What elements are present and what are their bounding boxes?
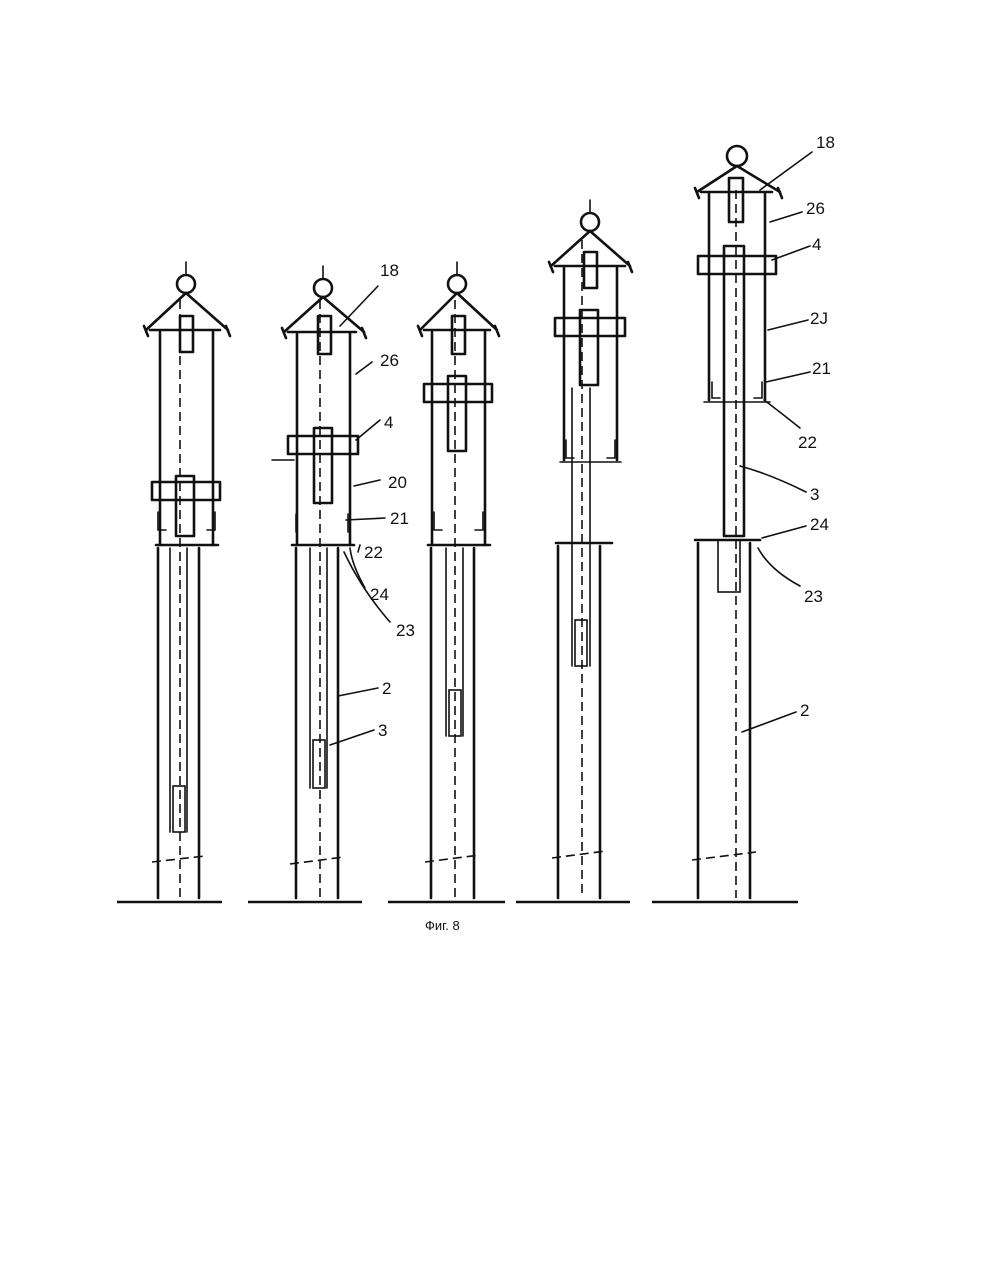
label-3: 3: [378, 721, 387, 740]
clamp-ring: [152, 482, 220, 500]
sling: [146, 293, 228, 330]
lifting-hook: [727, 146, 747, 166]
label-22: 22: [798, 433, 817, 452]
label-26: 26: [380, 351, 399, 370]
assembly-3: [388, 262, 505, 902]
sling: [551, 231, 630, 266]
clamp-ring: [288, 436, 358, 454]
label-20: 2J: [810, 309, 828, 328]
label-4: 4: [812, 235, 821, 254]
label-21: 21: [390, 509, 409, 528]
label-2: 2: [382, 679, 391, 698]
label-18: 18: [380, 261, 399, 280]
label-24: 24: [810, 515, 829, 534]
label-20: 20: [388, 473, 407, 492]
lifting-hook: [177, 275, 195, 293]
label-4: 4: [384, 413, 393, 432]
assembly-2: [248, 266, 390, 902]
lifting-hook: [448, 275, 466, 293]
label-23: 23: [396, 621, 415, 640]
label-23: 23: [804, 587, 823, 606]
clamp-ring: [555, 318, 625, 336]
sling: [420, 293, 497, 330]
assembly-1: [117, 262, 230, 902]
lifting-hook: [581, 213, 599, 231]
label-26: 26: [806, 199, 825, 218]
clamp-ring: [424, 384, 492, 402]
label-2: 2: [800, 701, 809, 720]
assembly-4: [516, 200, 632, 902]
label-3: 3: [810, 485, 819, 504]
lifting-hook: [314, 279, 332, 297]
label-24: 24: [370, 585, 389, 604]
figure-caption: Фиг. 8: [425, 918, 460, 933]
assembly-5: [652, 146, 812, 902]
label-18: 18: [816, 133, 835, 152]
label-22: 22: [364, 543, 383, 562]
label-21: 21: [812, 359, 831, 378]
